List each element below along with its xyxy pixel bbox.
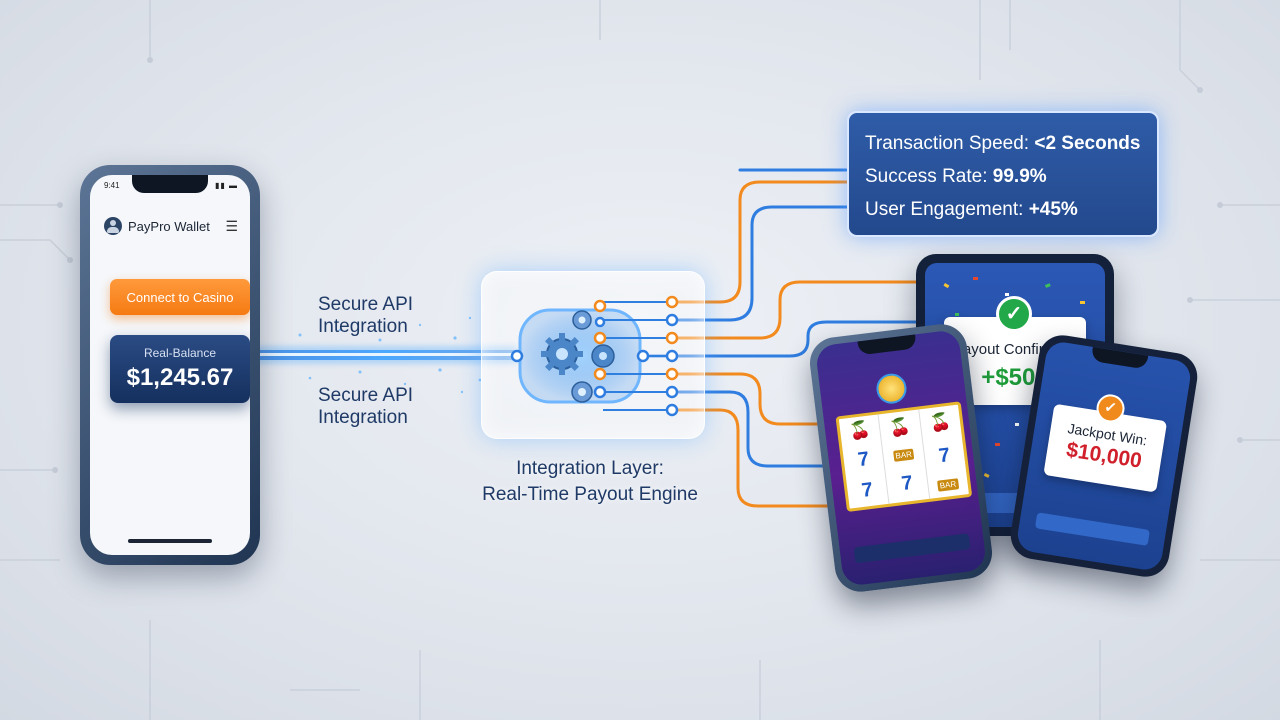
status-time: 9:41	[104, 181, 120, 190]
seven-icon: 7	[937, 444, 952, 468]
engine-label: Integration Layer: Real-Time Payout Engi…	[440, 456, 740, 508]
phone-notch	[857, 334, 917, 356]
api-label-bottom: Secure API Integration	[318, 385, 414, 428]
check-icon: ✓	[996, 296, 1032, 332]
metrics-panel: Transaction Speed: <2 Seconds Success Ra…	[847, 111, 1159, 237]
phone-notch	[132, 175, 208, 193]
slot-reels: 🍒 7 7 🍒 BAR 7 🍒 7 BAR	[835, 401, 973, 512]
seven-icon: 7	[900, 471, 914, 496]
engine-label-line2: Real-Time Payout Engine	[482, 484, 698, 505]
signal-battery-icon: ▮▮ ▬	[214, 181, 238, 190]
home-indicator[interactable]	[128, 539, 212, 543]
slot-game-phone: 🍒 7 7 🍒 BAR 7 🍒 7 BAR	[806, 321, 996, 595]
jackpot-bottom-bar[interactable]	[1034, 512, 1150, 546]
user-avatar-icon[interactable]	[104, 217, 122, 235]
coin-icon	[874, 371, 909, 406]
balance-value: $1,245.67	[126, 364, 234, 391]
seven-icon: 7	[856, 447, 871, 472]
seven-icon: 7	[860, 478, 875, 502]
balance-card: Real-Balance $1,245.67	[110, 335, 250, 403]
bar-symbol: BAR	[892, 448, 915, 462]
api-label-top: Secure API Integration	[318, 294, 414, 337]
engine-label-line1: Integration Layer:	[516, 458, 664, 479]
slot-game-screen: 🍒 7 7 🍒 BAR 7 🍒 7 BAR	[814, 329, 988, 587]
metric-success-rate: Success Rate: 99.9%	[865, 166, 1047, 187]
wallet-header: PayPro Wallet ☰	[104, 215, 238, 237]
hamburger-menu-icon[interactable]: ☰	[225, 217, 238, 234]
wallet-app-title: PayPro Wallet	[128, 218, 210, 234]
connect-to-casino-button[interactable]: Connect to Casino	[110, 279, 250, 315]
cherry-icon: 🍒	[928, 411, 952, 434]
metric-user-engagement: User Engagement: +45%	[865, 199, 1078, 220]
wallet-phone: 9:41 ▮▮ ▬ PayPro Wallet ☰ Connect to Cas…	[80, 165, 260, 565]
cherry-icon: 🍒	[848, 419, 872, 442]
phone-notch	[1090, 346, 1149, 370]
metric-transaction-speed: Transaction Speed: <2 Seconds	[865, 133, 1141, 154]
wallet-screen: 9:41 ▮▮ ▬ PayPro Wallet ☰ Connect to Cas…	[90, 175, 250, 555]
balance-label: Real-Balance	[143, 346, 217, 360]
slot-control-bar[interactable]	[853, 533, 971, 564]
jackpot-screen: Jackpot Win: $10,000 ✓	[1015, 339, 1193, 573]
cherry-icon: 🍒	[888, 416, 912, 439]
bar-symbol: BAR	[937, 478, 959, 492]
